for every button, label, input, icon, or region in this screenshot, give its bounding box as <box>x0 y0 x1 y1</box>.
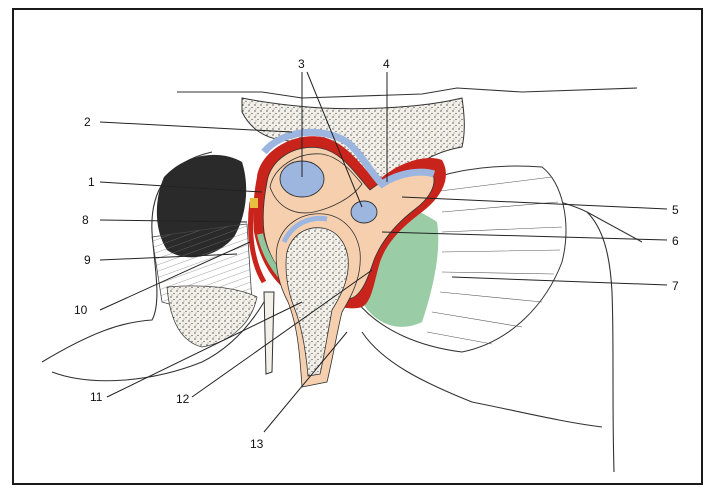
label-2: 2 <box>84 115 91 129</box>
label-1: 1 <box>88 175 95 189</box>
styloid-process <box>264 292 274 374</box>
label-4: 4 <box>383 57 390 71</box>
zygomatic-region <box>152 155 257 347</box>
label-10: 10 <box>74 303 88 317</box>
label-11: 11 <box>90 390 103 404</box>
label-9: 9 <box>84 253 91 267</box>
label-6: 6 <box>672 234 679 248</box>
label-3: 3 <box>298 57 305 71</box>
figure-frame: 2 3 4 1 8 9 10 5 6 7 11 12 13 <box>12 8 703 485</box>
mandibular-condyle <box>276 214 360 387</box>
label-12: 12 <box>176 392 190 406</box>
label-8: 8 <box>82 213 89 227</box>
tmj-anatomy-diagram: 2 3 4 1 8 9 10 5 6 7 11 12 13 <box>14 10 705 487</box>
label-7: 7 <box>672 279 679 293</box>
label-13: 13 <box>250 437 264 451</box>
label-5: 5 <box>672 203 679 217</box>
